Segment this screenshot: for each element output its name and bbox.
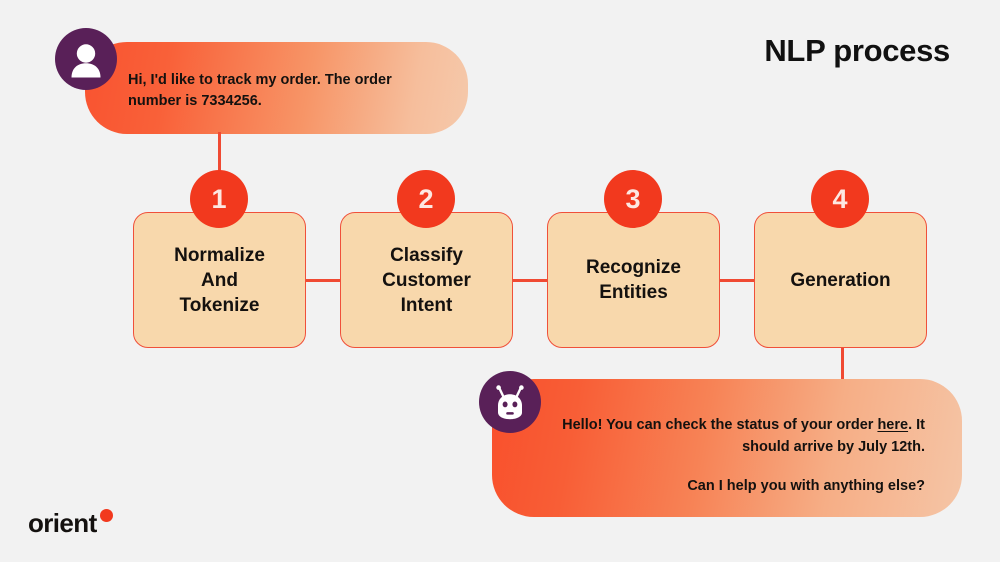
step-box-recognize-entities[interactable]: Recognize Entities (547, 212, 720, 348)
here-link[interactable]: here (877, 417, 909, 433)
connector-step-2-to-step-3 (511, 279, 553, 282)
step-box-classify-customer-intent[interactable]: Classify Customer Intent (340, 212, 513, 348)
bot-message-text: Hello! You can check the status of your … (532, 414, 925, 497)
connector-step-1-to-step-2 (304, 279, 346, 282)
step-label: Normalize And Tokenize (174, 244, 265, 316)
step-badge-1: 1 (190, 170, 248, 228)
step-label: Classify Customer Intent (382, 244, 471, 316)
step-label: Generation (790, 269, 891, 291)
connector-step-4-to-bot (841, 346, 844, 396)
bot-message-line1-after-link: . It should arrive by July 12th. (742, 417, 925, 455)
step-label: Recognize Entities (585, 257, 682, 303)
step-box-generation[interactable]: Generation (754, 212, 927, 348)
robot-icon (496, 385, 524, 420)
connector-step-3-to-step-4 (718, 279, 760, 282)
bot-avatar (479, 371, 541, 433)
step-badge-4: 4 (811, 170, 869, 228)
step-badge-number: 3 (625, 183, 641, 214)
user-message-text: Hi, I'd like to track my order. The orde… (128, 72, 392, 109)
brand-logo: orient (28, 508, 113, 538)
step-badge-number: 2 (418, 183, 434, 214)
person-icon (71, 44, 101, 78)
bot-message-line1-before-link: Hello! You can check the status of your … (562, 417, 878, 433)
connector-user-to-step-1 (218, 132, 221, 184)
bot-message-line2: Can I help you with anything else? (687, 478, 925, 494)
page-title: NLP process (764, 33, 950, 68)
step-badge-number: 4 (832, 183, 848, 214)
brand-logo-text: orient (28, 508, 97, 538)
user-message-bubble: Hi, I'd like to track my order. The orde… (85, 42, 468, 134)
step-box-normalize-and-tokenize[interactable]: Normalize And Tokenize (133, 212, 306, 348)
step-badge-2: 2 (397, 170, 455, 228)
brand-logo-dot-icon (99, 509, 113, 522)
step-badge-3: 3 (604, 170, 662, 228)
user-avatar (55, 28, 117, 90)
step-badge-number: 1 (211, 183, 227, 214)
bot-message-bubble: Hello! You can check the status of your … (492, 379, 962, 517)
